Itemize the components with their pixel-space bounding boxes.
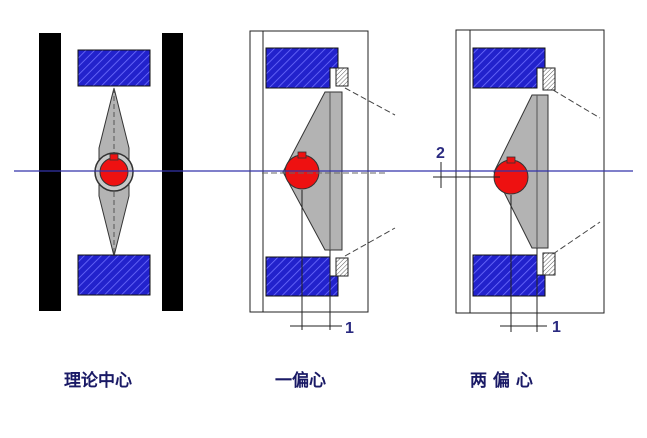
shaft-key — [506, 156, 516, 164]
dim-label-1: 1 — [552, 319, 561, 336]
shaft-key — [297, 151, 307, 159]
shaft-key — [109, 153, 119, 161]
seat-bottom — [472, 254, 546, 297]
open-line-top — [344, 87, 396, 116]
dim-label-1: 1 — [345, 320, 354, 337]
open-line-bottom — [344, 227, 396, 257]
seat-top — [77, 49, 151, 87]
panel-single-offset: 1 — [249, 30, 396, 337]
open-line-top — [552, 89, 601, 119]
dim-label-2: 2 — [436, 145, 445, 162]
seat-bottom — [77, 254, 151, 296]
caption-single-offset: 一偏心 — [275, 371, 326, 391]
shaft — [284, 154, 320, 190]
shaft — [99, 157, 129, 187]
seat-top — [265, 47, 339, 89]
open-line-bottom — [552, 221, 601, 255]
seal-ring-top — [542, 67, 556, 91]
seal-ring-top — [335, 67, 349, 87]
panel-double-offset: 1 2 — [433, 29, 605, 336]
seal-ring-bottom — [335, 257, 349, 277]
caption-theoretical-center: 理论中心 — [64, 371, 132, 391]
panel-theoretical-center — [39, 33, 183, 311]
seal-ring-bottom — [542, 252, 556, 276]
seat-top — [472, 47, 546, 89]
caption-double-offset: 两 偏 心 — [470, 371, 533, 391]
